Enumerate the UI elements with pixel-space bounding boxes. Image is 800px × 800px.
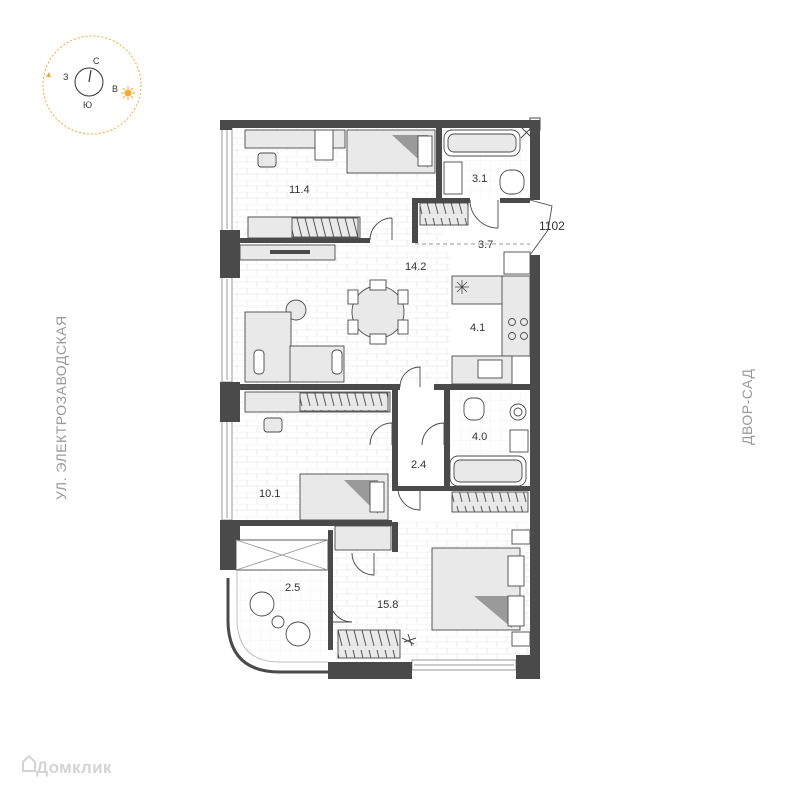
compass-east-label: В xyxy=(112,84,118,94)
area-label-bedroom-top: 11.4 xyxy=(289,184,310,196)
sofa xyxy=(244,311,292,383)
area-label-kitchen: 4.1 xyxy=(470,322,485,334)
compass-north-label: С xyxy=(93,56,100,66)
street-label-left: УЛ. ЭЛЕКТРОЗАВОДСКАЯ xyxy=(53,315,69,500)
dining-table xyxy=(351,285,405,339)
area-label-bathroom-mid: 4.0 xyxy=(472,431,487,443)
area-label-bedroom-bottom: 15.8 xyxy=(377,599,398,611)
desk-bottom xyxy=(334,525,392,551)
balcony-inner-line xyxy=(236,540,328,663)
compass-needle xyxy=(88,69,92,83)
corridor-wardrobe xyxy=(451,491,529,513)
sun-path-circle xyxy=(42,35,142,135)
room-labels: 11.4 3.1 3.7 14.2 4.1 4.0 2.4 10.1 2.5 1… xyxy=(259,173,493,611)
area-label-hallway: 3.7 xyxy=(478,239,493,251)
area-label-corridor: 2.4 xyxy=(411,459,426,471)
chair xyxy=(257,152,277,168)
watermark: Домклик xyxy=(36,758,112,777)
apartment-number: 1102 xyxy=(539,219,565,233)
area-label-balcony: 2.5 xyxy=(285,582,300,594)
furniture xyxy=(235,129,531,659)
walls xyxy=(220,120,540,679)
doors xyxy=(329,199,553,623)
sink-top xyxy=(443,161,463,195)
sun-icon xyxy=(121,86,135,100)
sun-arrow-icon xyxy=(46,72,51,77)
compass: С З В Ю xyxy=(42,35,142,135)
wardrobe-bottom xyxy=(337,629,401,659)
compass-south-label: Ю xyxy=(83,100,92,110)
balcony-chair xyxy=(249,591,275,617)
area-label-bedroom-mid: 10.1 xyxy=(259,488,280,500)
plant-icon xyxy=(401,633,417,647)
street-label-right: ДВОР-САД xyxy=(739,369,755,445)
area-label-bathroom-top: 3.1 xyxy=(472,173,487,185)
balcony-rail xyxy=(226,578,328,674)
toilet-top xyxy=(499,169,525,195)
electric-panel xyxy=(503,251,531,275)
area-label-living: 14.2 xyxy=(405,261,426,273)
compass-west-label: З xyxy=(63,72,68,82)
watermark-house-icon xyxy=(22,754,36,772)
compass-dial xyxy=(74,67,104,97)
washing-machine xyxy=(509,403,527,421)
hallway-wardrobe xyxy=(419,202,469,226)
sink-mid xyxy=(509,429,529,453)
toilet-mid xyxy=(463,397,485,421)
